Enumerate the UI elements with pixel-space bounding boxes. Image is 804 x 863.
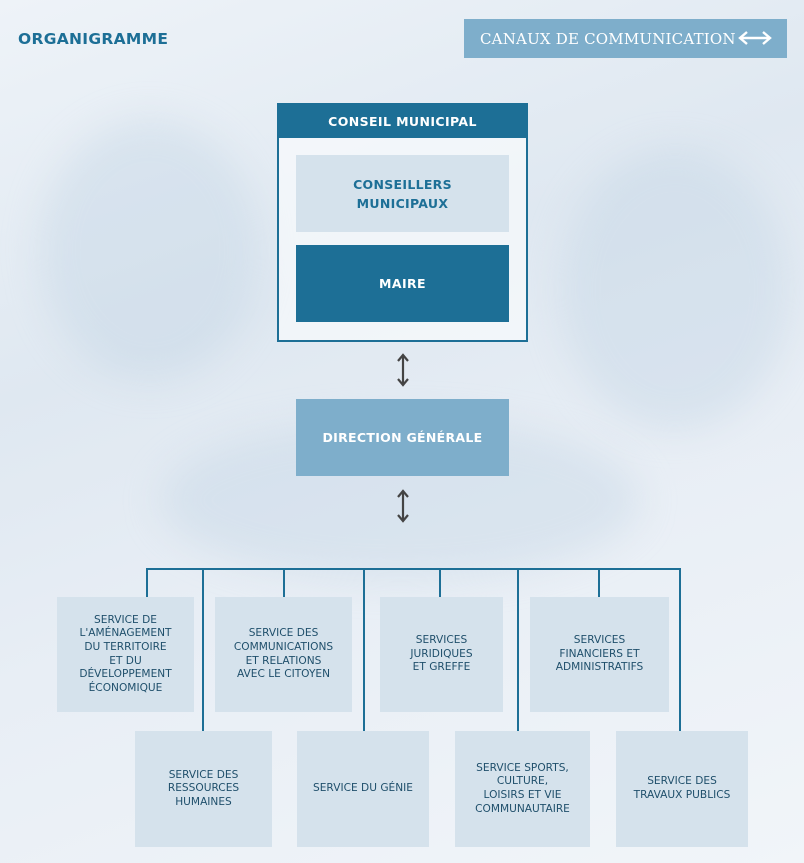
service-engineering-box[interactable]: SERVICE DU GÉNIE <box>297 731 429 847</box>
general-direction-label: DIRECTION GÉNÉRALE <box>322 430 483 445</box>
service-label: SERVICE DES COMMUNICATIONS ET RELATIONS … <box>233 627 334 681</box>
service-human-resources-box[interactable]: SERVICE DES RESSOURCES HUMAINES <box>135 731 272 847</box>
service-label: SERVICE DES RESSOURCES HUMAINES <box>167 768 240 808</box>
vertical-double-arrow-icon <box>397 353 409 387</box>
vertical-double-arrow-icon <box>397 489 409 523</box>
service-label: SERVICE SPORTS, CULTURE, LOISIRS ET VIE … <box>475 761 570 815</box>
background-decoration <box>40 120 260 380</box>
service-label: SERVICE DE L'AMÉNAGEMENT DU TERRITOIRE E… <box>79 613 172 694</box>
general-direction-box: DIRECTION GÉNÉRALE <box>296 399 509 476</box>
service-label: SERVICES JURIDIQUES ET GREFFE <box>410 634 473 674</box>
communication-channels-label: CANAUX DE COMMUNICATION <box>480 29 736 48</box>
service-label: SERVICE DU GÉNIE <box>313 782 413 795</box>
municipal-council-title: CONSEIL MUNICIPAL <box>279 105 526 138</box>
background-decoration <box>560 150 790 430</box>
communication-channels-button[interactable]: CANAUX DE COMMUNICATION <box>464 19 787 58</box>
councillors-box: CONSEILLERS MUNICIPAUX <box>296 155 509 232</box>
service-finance-box[interactable]: SERVICES FINANCIERS ET ADMINISTRATIFS <box>530 597 669 712</box>
service-communications-box[interactable]: SERVICE DES COMMUNICATIONS ET RELATIONS … <box>215 597 352 712</box>
page-title: ORGANIGRAMME <box>18 30 169 48</box>
councillors-label: CONSEILLERS MUNICIPAUX <box>353 176 452 211</box>
service-public-works-box[interactable]: SERVICE DES TRAVAUX PUBLICS <box>616 731 748 847</box>
service-sports-culture-box[interactable]: SERVICE SPORTS, CULTURE, LOISIRS ET VIE … <box>455 731 590 847</box>
service-legal-box[interactable]: SERVICES JURIDIQUES ET GREFFE <box>380 597 503 712</box>
municipal-council-box: CONSEIL MUNICIPAL CONSEILLERS MUNICIPAUX… <box>277 103 528 342</box>
service-label: SERVICES FINANCIERS ET ADMINISTRATIFS <box>555 634 644 674</box>
double-arrow-icon <box>738 31 772 45</box>
mayor-box: MAIRE <box>296 245 509 322</box>
mayor-label: MAIRE <box>379 276 426 291</box>
service-label: SERVICE DES TRAVAUX PUBLICS <box>633 775 731 801</box>
service-land-planning-box[interactable]: SERVICE DE L'AMÉNAGEMENT DU TERRITOIRE E… <box>57 597 194 712</box>
